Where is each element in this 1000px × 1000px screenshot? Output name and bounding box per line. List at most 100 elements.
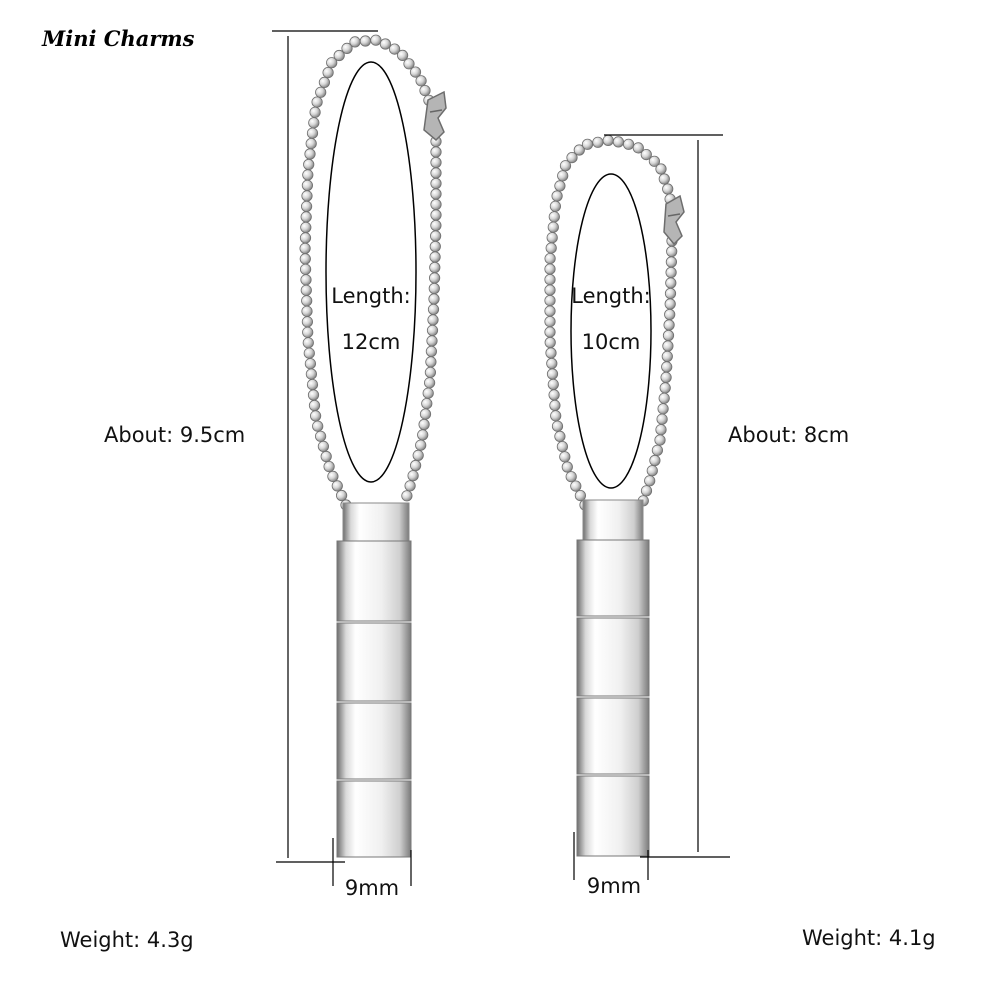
chain-bead bbox=[404, 480, 416, 492]
chain-bead bbox=[428, 272, 441, 284]
chain-bead bbox=[403, 58, 415, 70]
chain-bead bbox=[658, 173, 670, 185]
length-value-2: 10cm bbox=[581, 330, 641, 354]
chain-bead bbox=[300, 284, 312, 296]
chain-bead bbox=[664, 298, 676, 310]
chain-bead bbox=[306, 378, 319, 391]
chain-bead bbox=[546, 357, 558, 370]
chain-bead bbox=[379, 38, 391, 50]
chain-bead bbox=[544, 326, 556, 338]
chain-bead bbox=[430, 198, 442, 211]
chain-bead bbox=[561, 461, 573, 473]
chain-bead bbox=[654, 434, 666, 446]
chain-bead bbox=[428, 282, 440, 295]
length-value-1: 12cm bbox=[341, 330, 401, 354]
chain-bead bbox=[300, 211, 312, 223]
chain-bead bbox=[429, 230, 442, 242]
clasp-2 bbox=[663, 194, 685, 246]
chain-bead bbox=[301, 179, 313, 191]
chain-bead bbox=[430, 177, 442, 190]
chain-bead bbox=[550, 410, 562, 422]
chain-bead bbox=[303, 347, 315, 359]
chain-bead bbox=[546, 368, 559, 380]
weight-label-2: Weight: 4.1g bbox=[802, 926, 936, 950]
charm-2 bbox=[544, 134, 730, 880]
chain-bead bbox=[648, 155, 661, 167]
width-label-2: 9mm bbox=[586, 874, 642, 898]
chain-bead bbox=[665, 277, 677, 289]
chain-bead bbox=[551, 190, 563, 202]
charm-1 bbox=[272, 30, 447, 886]
chain-bead bbox=[407, 470, 419, 482]
chain-bead bbox=[299, 263, 312, 275]
chain-bead bbox=[341, 42, 353, 55]
chain-bead bbox=[658, 392, 670, 404]
height-label-2: About: 8cm bbox=[728, 423, 850, 447]
chain-bead bbox=[311, 96, 323, 108]
chain-bead bbox=[592, 136, 604, 148]
chain-bead bbox=[421, 397, 433, 410]
chain-bead bbox=[548, 211, 560, 223]
chain-bead bbox=[430, 188, 442, 200]
chain-bead bbox=[388, 43, 401, 55]
chain-bead bbox=[308, 117, 320, 129]
width-dimension-1 bbox=[332, 838, 412, 886]
chain-bead bbox=[317, 440, 329, 452]
chain-bead bbox=[544, 336, 556, 349]
chain-bead bbox=[547, 378, 559, 390]
chain-bead bbox=[426, 324, 439, 336]
chain-bead bbox=[664, 308, 676, 321]
chain-bead bbox=[309, 106, 321, 118]
chain-bead bbox=[430, 209, 442, 221]
chain-bead bbox=[665, 266, 677, 279]
chain-bead bbox=[660, 371, 672, 383]
chain-bead bbox=[409, 66, 422, 78]
chain-bead bbox=[602, 134, 614, 146]
chain-bead bbox=[557, 170, 569, 182]
chain-bead bbox=[430, 219, 442, 232]
length-ellipse-2 bbox=[570, 173, 652, 489]
chain-bead bbox=[554, 430, 566, 442]
chain-bead bbox=[427, 303, 440, 315]
chain-bead bbox=[544, 253, 556, 265]
chain-bead bbox=[423, 377, 436, 389]
chain-bead bbox=[666, 245, 678, 258]
chain-bead bbox=[320, 450, 332, 463]
chain-bead bbox=[308, 399, 321, 412]
chain-bead bbox=[312, 420, 324, 432]
chain-bead bbox=[426, 335, 438, 347]
link-bar-1 bbox=[336, 502, 412, 858]
chain-bead bbox=[570, 480, 582, 492]
chain-bead bbox=[554, 180, 566, 192]
chain-bead bbox=[417, 429, 429, 441]
chain-bead bbox=[559, 160, 572, 172]
chain-bead bbox=[646, 465, 658, 477]
chain-bead bbox=[665, 256, 678, 268]
chain-bead bbox=[318, 76, 330, 89]
length-ellipse-1 bbox=[325, 61, 417, 483]
chain-bead bbox=[326, 57, 338, 69]
chain-bead bbox=[427, 314, 439, 326]
chain-bead bbox=[545, 242, 557, 254]
ball-chain-2 bbox=[544, 134, 678, 511]
chain-bead bbox=[305, 138, 317, 150]
chain-bead bbox=[415, 75, 427, 87]
chain-bead bbox=[429, 261, 441, 274]
chain-bead bbox=[300, 200, 313, 212]
chain-bead bbox=[566, 152, 578, 164]
ball-chain-1 bbox=[299, 34, 442, 511]
chain-bead bbox=[327, 470, 339, 482]
chain-bead bbox=[632, 142, 644, 154]
length-label-2: Length: bbox=[571, 284, 651, 308]
chain-bead bbox=[430, 167, 442, 179]
chain-bead bbox=[662, 183, 674, 195]
length-label-1: Length: bbox=[331, 284, 411, 308]
chain-bead bbox=[300, 274, 312, 286]
chain-bead bbox=[323, 460, 335, 473]
chain-bead bbox=[662, 340, 674, 352]
chain-bead bbox=[305, 368, 317, 380]
chain-bead bbox=[661, 350, 673, 362]
chain-bead bbox=[302, 326, 314, 338]
height-label-1: About: 9.5cm bbox=[104, 423, 246, 447]
chain-bead bbox=[556, 440, 569, 453]
